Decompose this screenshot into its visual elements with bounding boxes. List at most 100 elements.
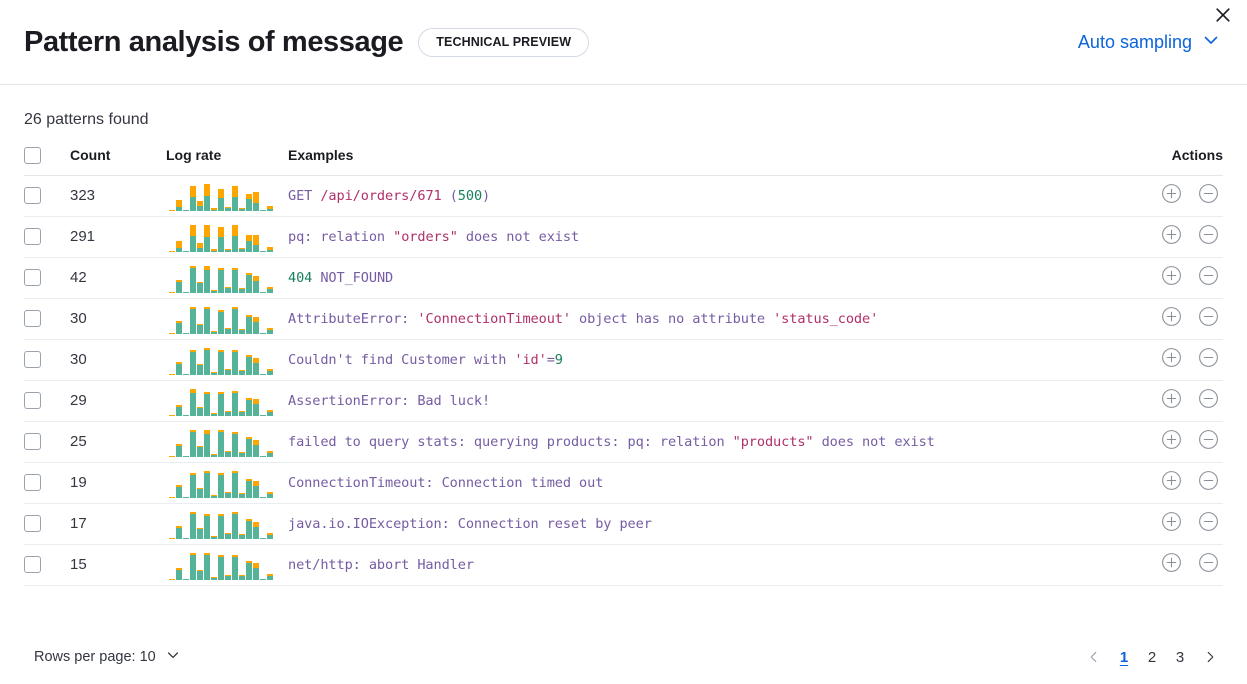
auto-sampling-dropdown[interactable]: Auto sampling xyxy=(1078,30,1223,55)
plus-circle-icon[interactable] xyxy=(1161,265,1182,291)
sparkline-bar xyxy=(253,562,259,580)
row-checkbox[interactable] xyxy=(24,392,41,410)
sparkline-bar xyxy=(211,576,217,580)
sparkline-segment-teal xyxy=(197,247,203,252)
log-rate-sparkline xyxy=(166,263,288,293)
column-header-examples[interactable]: Examples xyxy=(288,146,1128,176)
sparkline-bar xyxy=(218,309,224,334)
minus-circle-icon[interactable] xyxy=(1198,552,1219,578)
sparkline-segment-teal xyxy=(197,282,203,293)
rows-per-page-selector[interactable]: Rows per page: 10 xyxy=(24,647,181,667)
row-actions xyxy=(1128,347,1223,373)
row-checkbox[interactable] xyxy=(24,310,41,328)
row-checkbox[interactable] xyxy=(24,187,41,205)
plus-circle-icon[interactable] xyxy=(1161,183,1182,209)
select-all-checkbox[interactable] xyxy=(24,146,41,164)
sparkline-segment-orange xyxy=(211,330,217,332)
plus-circle-icon[interactable] xyxy=(1161,470,1182,496)
sparkline-segment-teal xyxy=(239,208,245,211)
sparkline-segment-orange xyxy=(176,404,182,407)
minus-circle-icon[interactable] xyxy=(1198,511,1219,537)
minus-circle-icon[interactable] xyxy=(1198,429,1219,455)
minus-circle-icon[interactable] xyxy=(1198,470,1219,496)
sparkline-bar xyxy=(239,410,245,416)
sparkline-segment-orange xyxy=(169,332,175,334)
minus-circle-icon[interactable] xyxy=(1198,388,1219,414)
example-token-plain: ConnectionTimeout: Connection timed out xyxy=(288,474,604,491)
row-checkbox[interactable] xyxy=(24,474,41,492)
row-actions xyxy=(1128,306,1223,332)
chevron-down-icon xyxy=(1201,30,1221,55)
sparkline-segment-orange xyxy=(232,267,238,270)
row-checkbox[interactable] xyxy=(24,556,41,574)
minus-circle-icon[interactable] xyxy=(1198,306,1219,332)
sparkline-segment-orange xyxy=(267,286,273,289)
sparkline-segment-orange xyxy=(218,554,224,557)
pagination-page-1[interactable]: 1 xyxy=(1119,648,1129,666)
sparkline-bar xyxy=(169,537,175,539)
sparkline-segment-teal xyxy=(239,329,245,334)
plus-circle-icon[interactable] xyxy=(1161,306,1182,332)
log-rate-sparkline xyxy=(166,222,288,252)
sparkline-bar xyxy=(267,327,273,334)
row-checkbox[interactable] xyxy=(24,351,41,369)
plus-circle-icon[interactable] xyxy=(1161,224,1182,250)
example-text: java.io.IOException: Connection reset by… xyxy=(288,516,1128,532)
sparkline-segment-teal xyxy=(246,356,252,375)
example-token-string: "orders" xyxy=(393,228,458,245)
chevron-left-icon[interactable] xyxy=(1081,644,1107,670)
row-checkbox[interactable] xyxy=(24,433,41,451)
example-token-string: 'status_code' xyxy=(773,310,879,327)
example-cell: ConnectionTimeout: Connection timed out xyxy=(288,462,1128,504)
sparkline-bar xyxy=(197,323,203,334)
sparkline-bar xyxy=(169,373,175,375)
sparkline-bar xyxy=(225,410,231,416)
sparkline-segment-teal xyxy=(267,370,273,375)
column-header-log-rate[interactable]: Log rate xyxy=(166,146,288,176)
row-checkbox[interactable] xyxy=(24,228,41,246)
example-token-number: 404 xyxy=(288,269,313,286)
chevron-right-icon[interactable] xyxy=(1197,644,1223,670)
example-cell: java.io.IOException: Connection reset by… xyxy=(288,503,1128,545)
minus-circle-icon[interactable] xyxy=(1198,183,1219,209)
sparkline-segment-orange xyxy=(253,562,259,568)
sparkline-segment-teal xyxy=(183,414,189,416)
sparkline-segment-orange xyxy=(211,207,217,210)
minus-circle-icon[interactable] xyxy=(1198,347,1219,373)
plus-circle-icon[interactable] xyxy=(1161,388,1182,414)
sparkline-bar xyxy=(267,246,273,252)
sparkline-bar xyxy=(246,518,252,539)
sparkline-segment-teal xyxy=(225,451,231,457)
example-token-plain: net/http: abort Handler xyxy=(288,556,474,573)
pagination-page-2[interactable]: 2 xyxy=(1147,648,1157,666)
sparkline-segment-teal xyxy=(211,495,217,498)
plus-circle-icon[interactable] xyxy=(1161,347,1182,373)
plus-circle-icon[interactable] xyxy=(1161,429,1182,455)
sparkline-bar xyxy=(267,450,273,457)
sparkline-bar xyxy=(246,436,252,457)
sparkline-segment-orange xyxy=(204,224,210,237)
sparkline-segment-teal xyxy=(190,267,196,293)
sparkline-segment-teal xyxy=(211,209,217,211)
plus-circle-icon[interactable] xyxy=(1161,511,1182,537)
sparkline-segment-orange xyxy=(211,248,217,251)
select-all-header xyxy=(24,146,70,176)
close-icon[interactable] xyxy=(1211,3,1235,27)
row-checkbox[interactable] xyxy=(24,269,41,287)
minus-circle-icon[interactable] xyxy=(1198,265,1219,291)
sparkline-segment-orange xyxy=(218,349,224,352)
column-header-count[interactable]: Count xyxy=(70,146,166,176)
sparkline-bar xyxy=(218,226,224,252)
sparkline-bar xyxy=(183,578,189,580)
minus-circle-icon[interactable] xyxy=(1198,224,1219,250)
pagination-page-3[interactable]: 3 xyxy=(1175,648,1185,666)
sparkline-bar xyxy=(267,286,273,293)
row-checkbox[interactable] xyxy=(24,515,41,533)
sparkline-segment-orange xyxy=(246,478,252,481)
plus-circle-icon[interactable] xyxy=(1161,552,1182,578)
sparkline-bar xyxy=(246,272,252,293)
actions-cell xyxy=(1128,462,1223,504)
